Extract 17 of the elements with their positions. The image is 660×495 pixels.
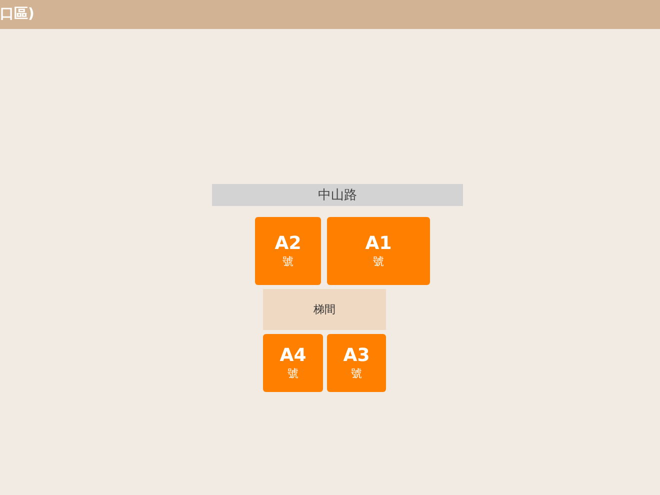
stairwell-box xyxy=(263,289,386,330)
road-band xyxy=(212,184,463,206)
room-label: 梯間 xyxy=(314,302,336,317)
unit-suffix: 號 xyxy=(373,255,384,269)
unit-box xyxy=(327,334,386,392)
unit-suffix: 號 xyxy=(282,255,294,269)
unit-suffix: 號 xyxy=(351,367,362,381)
header-title: 口區) xyxy=(0,5,34,23)
unit-box xyxy=(263,334,323,392)
road-name: 中山路 xyxy=(318,187,357,204)
unit-box xyxy=(327,217,430,285)
unit-suffix: 號 xyxy=(288,367,298,381)
unit-number: A1 xyxy=(365,233,392,255)
unit-number: A3 xyxy=(343,345,370,367)
unit-number: A2 xyxy=(274,233,302,255)
unit-box xyxy=(255,217,321,285)
unit-number: A4 xyxy=(280,345,306,367)
